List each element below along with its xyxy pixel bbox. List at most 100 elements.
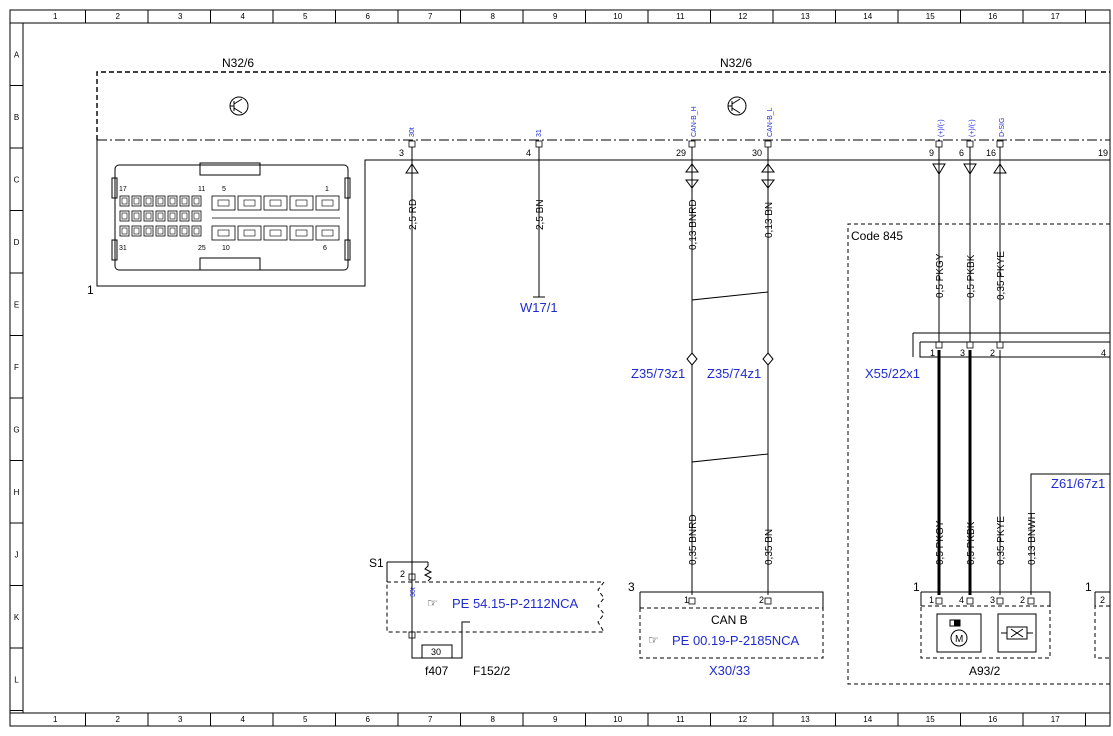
svg-text:M: M (955, 634, 963, 645)
ref-icon: ☞ (648, 633, 659, 647)
grid-column-5: 5 (303, 715, 308, 724)
wire-label-pkbk-low: 0,5 PKBK (966, 521, 977, 565)
can-b-label: CAN B (711, 613, 748, 627)
z35-74z1-label[interactable]: Z35/74z1 (707, 366, 761, 381)
grid-row-L: L (14, 675, 19, 684)
x30-33-component[interactable]: 3 1 2 CAN B ☞ PE 00.19-P-2185NCA X30/33 (628, 580, 824, 678)
signal-can-h: CAN-B_H (691, 106, 698, 137)
grid-row-J: J (15, 550, 19, 559)
a93-pin-3: 3 (990, 595, 995, 605)
x30-number: 3 (628, 580, 635, 594)
connector-number: 1 (87, 283, 94, 297)
f407-label: f407 (425, 664, 449, 678)
z61-label[interactable]: Z61/67z1 (1051, 476, 1105, 491)
grid-row-A: A (14, 50, 20, 59)
grid-column-15: 15 (926, 715, 935, 724)
s1-fuse-component[interactable]: S1 2 30t ☞ PE 54.15-P-2112NCA 30 f407 F1… (369, 556, 605, 678)
transistor-icon (727, 96, 747, 116)
conn-pin-6: 6 (323, 245, 327, 252)
grid-row-C: C (14, 175, 20, 184)
grid-row-F: F (14, 363, 19, 372)
pin-sockets (408, 140, 1035, 639)
grid-column-5: 5 (303, 12, 308, 21)
grid-column-10: 10 (613, 12, 622, 21)
wire-label-pkye: 0,35 PKYE (996, 251, 1007, 300)
n32-connector[interactable]: 1 17 11 5 1 31 25 10 6 (87, 140, 1110, 297)
wire-label-bn-low: 0,35 BN (764, 529, 775, 565)
conn-pin-10: 10 (222, 245, 230, 252)
wire-label-bnrd-low: 0,35 BNRD (688, 514, 699, 565)
grid-column-12: 12 (738, 715, 747, 724)
grid-column-16: 16 (988, 715, 997, 724)
grid-row-H: H (14, 488, 20, 497)
ref-mid-link[interactable]: PE 00.19-P-2185NCA (672, 633, 800, 648)
conn-pin-25: 25 (198, 245, 206, 252)
grid-column-8: 8 (491, 12, 496, 21)
motor-icon: M (936, 613, 982, 653)
a93-pin-2: 2 (1020, 595, 1025, 605)
x30-pin-2: 2 (759, 595, 764, 605)
grid-column-17: 17 (1051, 715, 1060, 724)
x55-connector[interactable]: X55/22x1 1 3 2 4 (865, 332, 1110, 381)
a93-pin-4: 4 (959, 595, 964, 605)
grid-column-13: 13 (801, 715, 810, 724)
fuse-value: 30 (431, 647, 441, 657)
wire-label-bn-can: 0,13 BN (764, 202, 775, 238)
wire-label-bnrd: 0,13 BNRD (688, 199, 699, 250)
n32-6-module[interactable]: N32/6 N32/6 (96, 56, 1110, 141)
a93-label: A93/2 (969, 664, 1001, 678)
wire-label-pkgy: 0,5 PKGY (935, 253, 946, 298)
wire-labels: 2,5 RD 2,5 BN 0,13 BNRD 0,13 BN 0,5 PKGY… (408, 199, 1038, 565)
code-845-box: Code 845 (847, 223, 1110, 685)
pin-30: 30 (752, 148, 762, 158)
signal-30t: 30t (409, 127, 416, 137)
ref-left-link[interactable]: PE 54.15-P-2112NCA (452, 596, 579, 611)
conn-pin-11: 11 (198, 186, 205, 193)
grid-column-6: 6 (366, 715, 371, 724)
wire-label-bnwh: 0,13 BNWH (1027, 512, 1038, 565)
a93-pin-1: 1 (929, 595, 934, 605)
grid-column-1: 1 (53, 12, 58, 21)
conn-pin-17: 17 (119, 186, 127, 193)
x30-pin-1: 1 (684, 595, 689, 605)
pin-19: 19 (1098, 148, 1108, 158)
transistor-icon (229, 96, 249, 116)
grid-column-4: 4 (241, 12, 246, 21)
grid-column-2: 2 (116, 12, 121, 21)
w17-1-label[interactable]: W17/1 (520, 300, 558, 315)
wire-label-bn: 2,5 BN (535, 199, 546, 230)
pin-16: 16 (986, 148, 996, 158)
grid-column-7: 7 (428, 12, 433, 21)
grid-column-4: 4 (241, 715, 246, 724)
signal-can-l: CAN-B_L (767, 107, 774, 137)
pin-6: 6 (959, 148, 964, 158)
grid-column-6: 6 (366, 12, 371, 21)
svg-text:1: 1 (1085, 580, 1092, 594)
pin-4: 4 (526, 148, 531, 158)
a93-number: 1 (913, 580, 920, 594)
x55-pin-4: 4 (1101, 348, 1106, 358)
grid-column-15: 15 (926, 12, 935, 21)
grid-column-2: 2 (116, 715, 121, 724)
pin-3: 3 (399, 148, 404, 158)
grid-column-8: 8 (491, 715, 496, 724)
wire-label-pkgy-low: 0,5 PKGY (935, 520, 946, 565)
ref-icon-left: ☞ (427, 596, 438, 610)
grid-row-E: E (14, 300, 19, 309)
x55-pin-2: 2 (990, 348, 995, 358)
grid-column-10: 10 (613, 715, 622, 724)
z35-73z1-label[interactable]: Z35/73z1 (631, 366, 685, 381)
grid-row-B: B (14, 113, 19, 122)
grid-row-D: D (14, 238, 20, 247)
conn-pin-5: 5 (222, 186, 226, 193)
signal-31: 31 (536, 129, 543, 137)
code-845-label: Code 845 (851, 229, 903, 243)
sheet-frame: 1122334455667788991010111112121313141415… (9, 9, 1111, 727)
grid-column-3: 3 (178, 715, 183, 724)
a93-2-component[interactable]: 1 1 4 3 2 M A93/2 (913, 580, 1051, 678)
wires (411, 148, 1110, 648)
n32-left-label: N32/6 (222, 56, 254, 70)
signal-pm1: (+)/(-) (938, 119, 945, 137)
signal-labels: 30t 31 CAN-B_H CAN-B_L (+)/(-) (+)/(-) D… (409, 106, 1006, 137)
